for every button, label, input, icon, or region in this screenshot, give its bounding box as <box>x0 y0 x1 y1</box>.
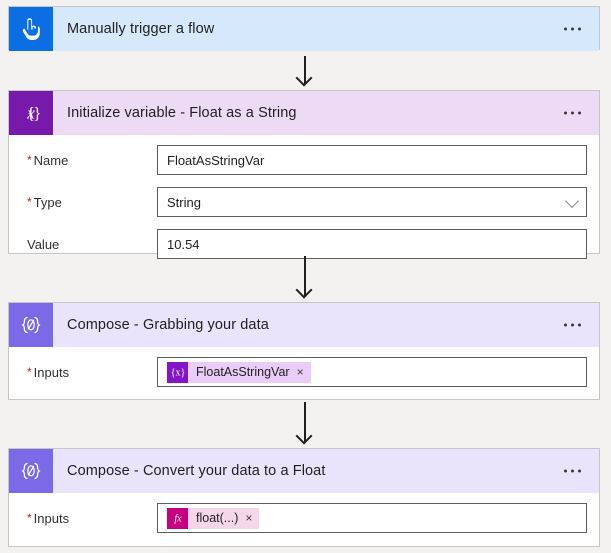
chevron-down-icon <box>564 193 580 209</box>
tap-hand-icon <box>9 7 53 51</box>
svg-text:}: } <box>21 104 42 123</box>
card-title: Manually trigger a flow <box>67 21 215 37</box>
type-select-value: String <box>167 194 201 210</box>
flow-step-card-trigger[interactable]: Manually trigger a flow <box>8 6 600 51</box>
variable-token[interactable]: {x} FloatAsStringVar × <box>167 361 311 383</box>
menu-dot <box>571 27 574 31</box>
field-label-name: *Name <box>27 153 157 168</box>
form-row-inputs: *Inputs fx float(...) × <box>9 503 599 533</box>
flow-step-card-initialize-variable[interactable]: { x } Initialize variable - Float as a S… <box>8 90 600 259</box>
card-menu-button[interactable] <box>560 464 585 479</box>
menu-dot <box>578 323 581 327</box>
type-select[interactable]: String <box>157 187 587 217</box>
card-body: *Inputs {x} FloatAsStringVar × <box>9 347 599 401</box>
fx-function-icon: fx <box>167 507 188 529</box>
connector-arrow-icon <box>296 284 314 294</box>
form-row-value: Value 10.54 <box>9 229 599 259</box>
svg-text:{: { <box>27 104 35 123</box>
flow-step-card-compose-convert-your-data-to-a-float[interactable]: Compose - Convert your data to a Float *… <box>8 448 600 547</box>
expression-token-label: float(...) <box>196 511 239 525</box>
menu-dot <box>578 469 581 473</box>
field-label-text: Value <box>27 236 60 252</box>
flow-step-card-compose-grabbing-your-data[interactable]: Compose - Grabbing your data *Inputs {x} <box>8 302 600 400</box>
required-asterisk: * <box>27 510 32 525</box>
connector-line <box>304 256 306 296</box>
value-input[interactable]: 10.54 <box>157 229 587 259</box>
field-label-text: Inputs <box>33 364 70 380</box>
card-title: Compose - Convert your data to a Float <box>67 463 326 479</box>
card-header[interactable]: Compose - Grabbing your data <box>9 303 599 347</box>
svg-text:x: x <box>26 104 35 123</box>
value-input-value: 10.54 <box>167 236 200 252</box>
menu-dot <box>571 323 574 327</box>
name-input-value: FloatAsStringVar <box>167 152 265 168</box>
compose-braces-pencil-icon <box>9 449 53 493</box>
variable-token-body: FloatAsStringVar × <box>188 361 311 383</box>
card-title: Initialize variable - Float as a String <box>67 105 297 121</box>
svg-text:fx: fx <box>174 514 182 525</box>
menu-dot <box>564 111 567 115</box>
field-label-value: Value <box>27 237 157 252</box>
menu-dot <box>571 469 574 473</box>
variable-token-label: FloatAsStringVar <box>196 365 290 379</box>
inputs-field[interactable]: fx float(...) × <box>157 503 587 533</box>
field-label-text: Type <box>33 194 62 210</box>
card-menu-button[interactable] <box>560 22 585 37</box>
svg-text:{x}: {x} <box>170 368 185 379</box>
form-row-type: *Type String <box>9 187 599 217</box>
connector-arrow-icon <box>296 430 314 440</box>
menu-dot <box>578 111 581 115</box>
card-header[interactable]: Manually trigger a flow <box>9 7 599 51</box>
card-body: *Name FloatAsStringVar *Type String Valu… <box>9 135 599 273</box>
variable-braces-x-icon: { x } <box>9 91 53 135</box>
expression-token-body: float(...) × <box>188 507 260 529</box>
required-asterisk: * <box>27 364 32 379</box>
field-label-text: Inputs <box>33 510 70 526</box>
connector-arrow-icon <box>296 72 314 82</box>
field-label-text: Name <box>33 152 69 168</box>
expression-token[interactable]: fx float(...) × <box>167 507 260 529</box>
required-asterisk: * <box>27 152 32 167</box>
menu-dot <box>564 469 567 473</box>
field-label-inputs: *Inputs <box>27 365 157 380</box>
card-header[interactable]: { x } Initialize variable - Float as a S… <box>9 91 599 135</box>
variable-braces-x-icon: {x} <box>167 361 188 383</box>
required-asterisk: * <box>27 194 32 209</box>
inputs-field[interactable]: {x} FloatAsStringVar × <box>157 357 587 387</box>
menu-dot <box>564 27 567 31</box>
form-row-inputs: *Inputs {x} FloatAsStringVar × <box>9 357 599 387</box>
card-header[interactable]: Compose - Convert your data to a Float <box>9 449 599 493</box>
connector-line <box>304 402 306 442</box>
remove-token-icon[interactable]: × <box>245 511 253 525</box>
card-menu-button[interactable] <box>560 106 585 121</box>
card-menu-button[interactable] <box>560 318 585 333</box>
menu-dot <box>571 111 574 115</box>
card-body: *Inputs fx float(...) × <box>9 493 599 547</box>
field-label-type: *Type <box>27 195 157 210</box>
field-label-inputs: *Inputs <box>27 511 157 526</box>
compose-braces-pencil-icon <box>9 303 53 347</box>
menu-dot <box>578 27 581 31</box>
name-input[interactable]: FloatAsStringVar <box>157 145 587 175</box>
menu-dot <box>564 323 567 327</box>
form-row-name: *Name FloatAsStringVar <box>9 145 599 175</box>
card-title: Compose - Grabbing your data <box>67 317 269 333</box>
remove-token-icon[interactable]: × <box>296 365 304 379</box>
